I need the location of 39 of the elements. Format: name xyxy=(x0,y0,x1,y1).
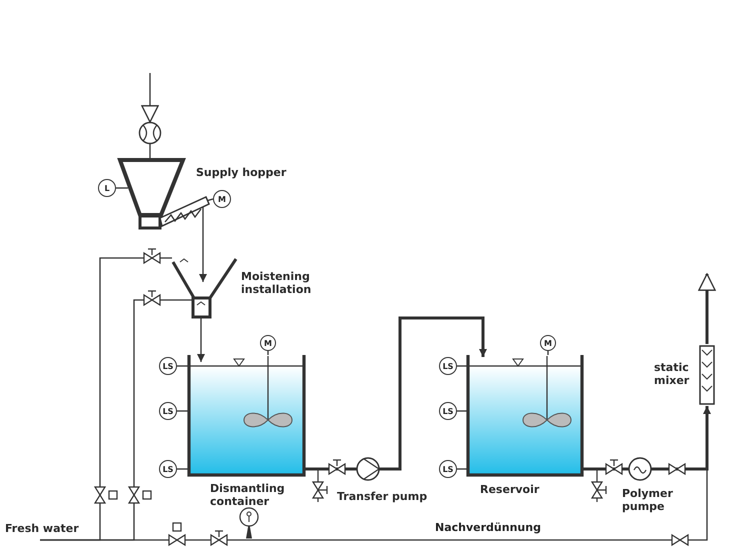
equipment-label: Dismantling container xyxy=(210,482,286,508)
pipe-line xyxy=(177,468,188,470)
pipe-line xyxy=(651,406,708,470)
instrument-symbol: M xyxy=(213,190,231,208)
pipe-line xyxy=(457,410,467,412)
pipe-line xyxy=(304,468,357,470)
pipe-line xyxy=(206,198,214,202)
pipe-line xyxy=(267,351,269,355)
pipe-line xyxy=(177,410,188,412)
equipment-label: static mixer xyxy=(654,361,690,387)
instrument-symbol: LS xyxy=(159,460,177,478)
equipment-label: Transfer pump xyxy=(337,490,428,503)
pipe-line xyxy=(141,73,159,123)
equipment-label: Reservoir xyxy=(480,483,540,496)
pipe-line xyxy=(379,316,487,470)
pipe-line xyxy=(698,273,716,344)
equipment-label: Fresh water xyxy=(5,522,80,535)
pipe-line xyxy=(457,468,467,470)
equipment-label: Moistening installation xyxy=(241,270,312,296)
pipe-line xyxy=(197,318,205,362)
instrument-symbol: LS xyxy=(439,460,457,478)
pipe-line xyxy=(457,365,467,367)
instrument-symbol: L xyxy=(98,179,116,197)
instrument-symbol: LS xyxy=(159,357,177,375)
pipe-line xyxy=(149,144,151,160)
instrument-symbol: LS xyxy=(439,357,457,375)
equipment-label: Polymer pumpe xyxy=(622,487,674,513)
pipe-line xyxy=(177,365,188,367)
pipe-line xyxy=(116,187,128,189)
instrument-symbol: M xyxy=(260,335,276,351)
pipe-line xyxy=(582,468,629,470)
pipe-line xyxy=(40,406,711,541)
pipe-line xyxy=(547,351,549,355)
edge-label: Nachverdünnung xyxy=(433,521,543,534)
instrument-symbol: LS xyxy=(439,402,457,420)
instrument-symbol: LS xyxy=(159,402,177,420)
instrument-symbol: M xyxy=(540,335,556,351)
equipment-label: Supply hopper xyxy=(196,166,288,179)
pipe-line xyxy=(199,205,207,282)
